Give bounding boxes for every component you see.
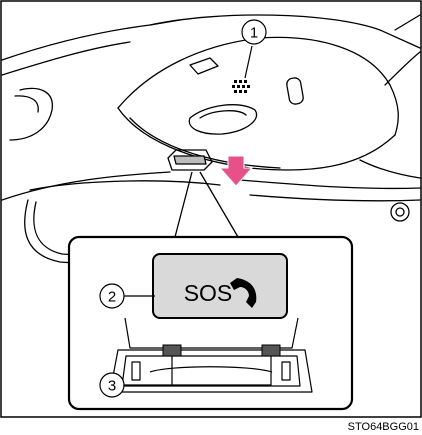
callout-1-number: 1 xyxy=(250,25,258,42)
indicator-left xyxy=(163,345,181,356)
callout-2-number: 2 xyxy=(108,289,116,306)
image-code: STO64BGG01 xyxy=(348,421,419,433)
sos-button-label: SOS xyxy=(184,280,233,306)
indicator-right xyxy=(262,345,280,356)
callout-3-number: 3 xyxy=(108,378,116,395)
